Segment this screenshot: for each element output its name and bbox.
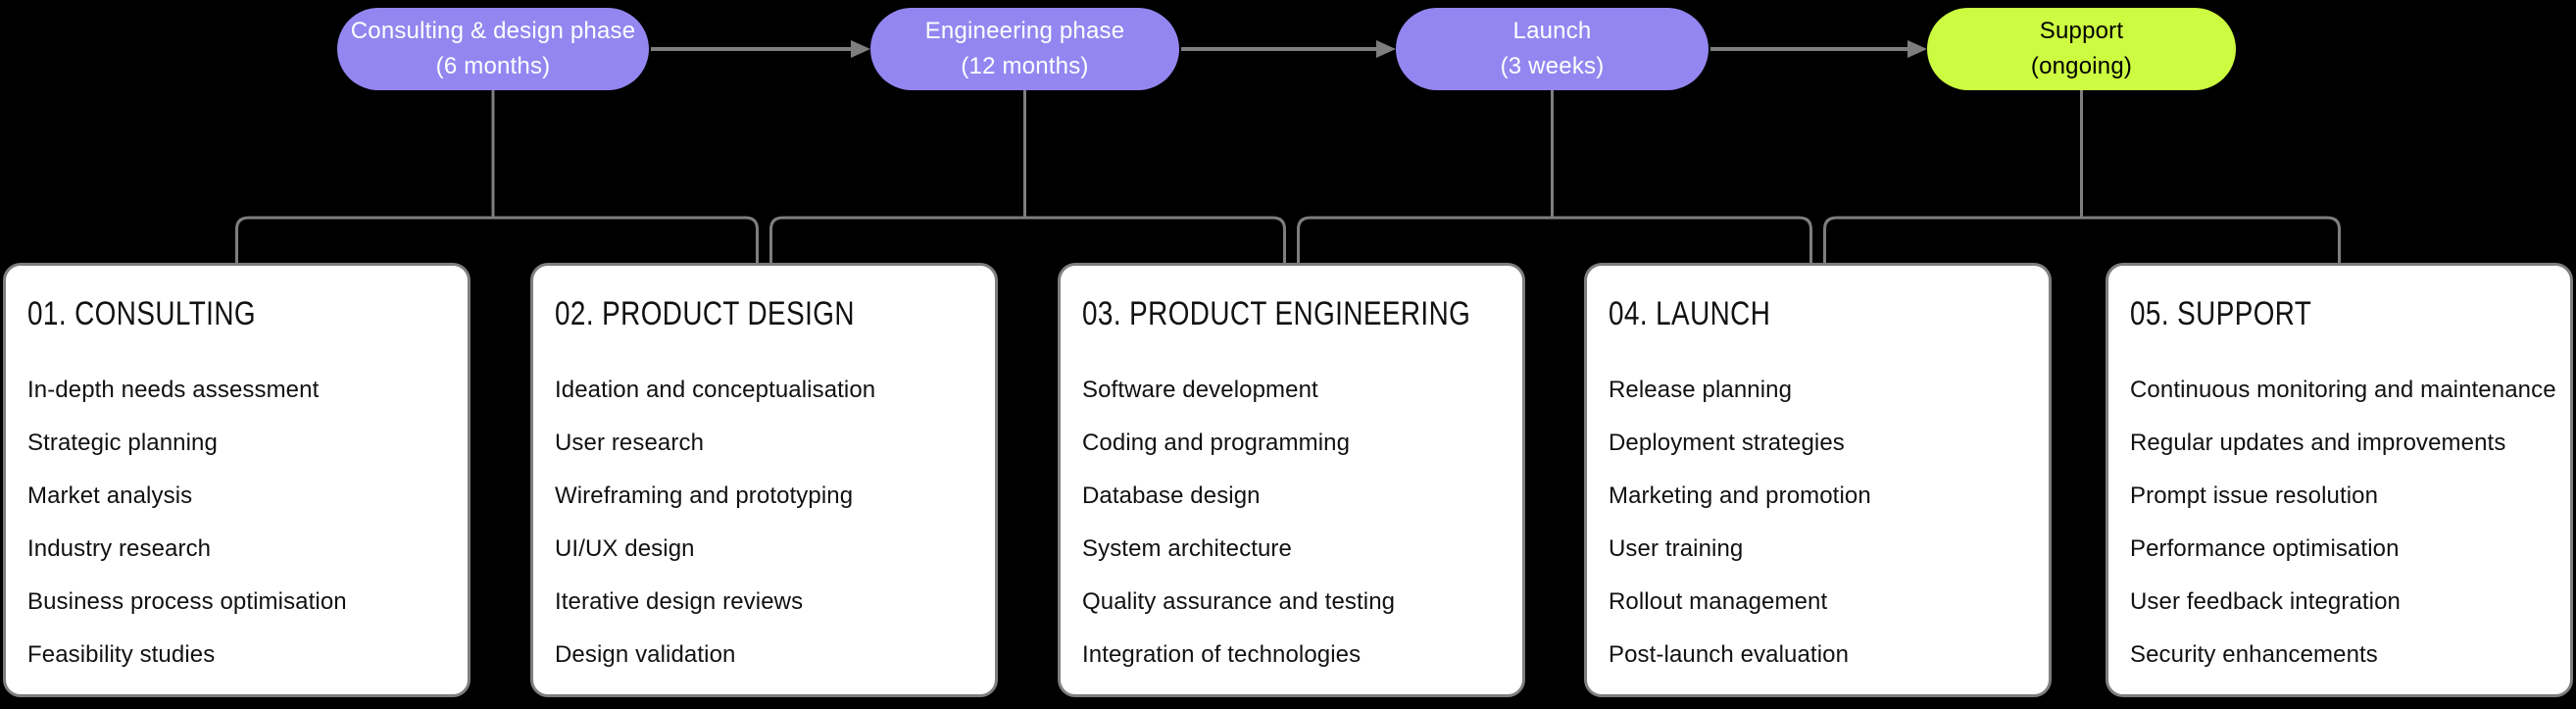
card-product-design: 02. PRODUCT DESIGN Ideation and conceptu… (530, 263, 998, 697)
phase-pill-consulting-design: Consulting & design phase (6 months) (337, 8, 649, 90)
list-item: System architecture (1082, 535, 1292, 562)
list-item: Performance optimisation (2130, 535, 2400, 562)
card-support: 05. SUPPORT Continuous monitoring and ma… (2105, 263, 2573, 697)
list-item: Post-launch evaluation (1609, 641, 1850, 668)
bracket-connector (1823, 216, 2341, 264)
card-launch: 04. LAUNCH Release planning Deployment s… (1584, 263, 2052, 697)
flow-arrow (1181, 40, 1396, 58)
arrow-right-icon (1907, 40, 1927, 58)
phase-duration: (3 weeks) (1500, 53, 1605, 79)
list-item: Strategic planning (27, 430, 218, 456)
list-item: Marketing and promotion (1609, 482, 1871, 509)
list-item: User research (555, 430, 705, 456)
phase-duration: (6 months) (435, 53, 551, 79)
card-product-engineering: 03. PRODUCT ENGINEERING Software develop… (1058, 263, 1525, 697)
list-item: Prompt issue resolution (2130, 482, 2379, 509)
list-item: Iterative design reviews (555, 588, 804, 615)
list-item: User training (1609, 535, 1744, 562)
phase-title: Support (2039, 18, 2124, 44)
list-item: Market analysis (27, 482, 193, 509)
phase-title: Launch (1512, 18, 1592, 44)
card-title: 01. CONSULTING (27, 295, 256, 332)
list-item: Database design (1082, 482, 1261, 509)
phase-duration: (ongoing) (2030, 53, 2133, 79)
list-item: Rollout management (1609, 588, 1828, 615)
list-item: Business process optimisation (27, 588, 347, 615)
list-item: In-depth needs assessment (27, 377, 320, 403)
phase-pill-launch: Launch (3 weeks) (1396, 8, 1709, 90)
bracket-connector (1297, 216, 1812, 264)
bracket-connector (769, 216, 1286, 264)
list-item: Deployment strategies (1609, 430, 1845, 456)
list-item: Regular updates and improvements (2130, 430, 2506, 456)
list-item: Integration of technologies (1082, 641, 1362, 668)
card-title: 04. LAUNCH (1609, 295, 1771, 332)
list-item: Industry research (27, 535, 212, 562)
list-item: Software development (1082, 377, 1318, 403)
flow-arrow (651, 40, 870, 58)
arrow-right-icon (1376, 40, 1396, 58)
card-title: 03. PRODUCT ENGINEERING (1082, 295, 1471, 332)
list-item: Feasibility studies (27, 641, 216, 668)
card-title: 05. SUPPORT (2130, 295, 2312, 332)
card-consulting: 01. CONSULTING In-depth needs assessment… (3, 263, 471, 697)
arrow-right-icon (851, 40, 870, 58)
list-item: Coding and programming (1082, 430, 1351, 456)
list-item: Wireframing and prototyping (555, 482, 854, 509)
phase-title: Engineering phase (924, 18, 1125, 44)
phase-title: Consulting & design phase (350, 18, 636, 44)
list-item: Design validation (555, 641, 736, 668)
list-item: Quality assurance and testing (1082, 588, 1396, 615)
phase-duration: (12 months) (961, 53, 1089, 79)
flow-arrow (1710, 40, 1927, 58)
list-item: Security enhancements (2130, 641, 2378, 668)
list-item: User feedback integration (2130, 588, 2401, 615)
bracket-connector (235, 216, 759, 264)
list-item: Continuous monitoring and maintenance (2130, 377, 2556, 403)
list-item: UI/UX design (555, 535, 695, 562)
card-title: 02. PRODUCT DESIGN (555, 295, 855, 332)
list-item: Ideation and conceptualisation (555, 377, 876, 403)
phase-pill-engineering: Engineering phase (12 months) (870, 8, 1179, 90)
phase-pill-support: Support (ongoing) (1927, 8, 2236, 90)
list-item: Release planning (1609, 377, 1793, 403)
